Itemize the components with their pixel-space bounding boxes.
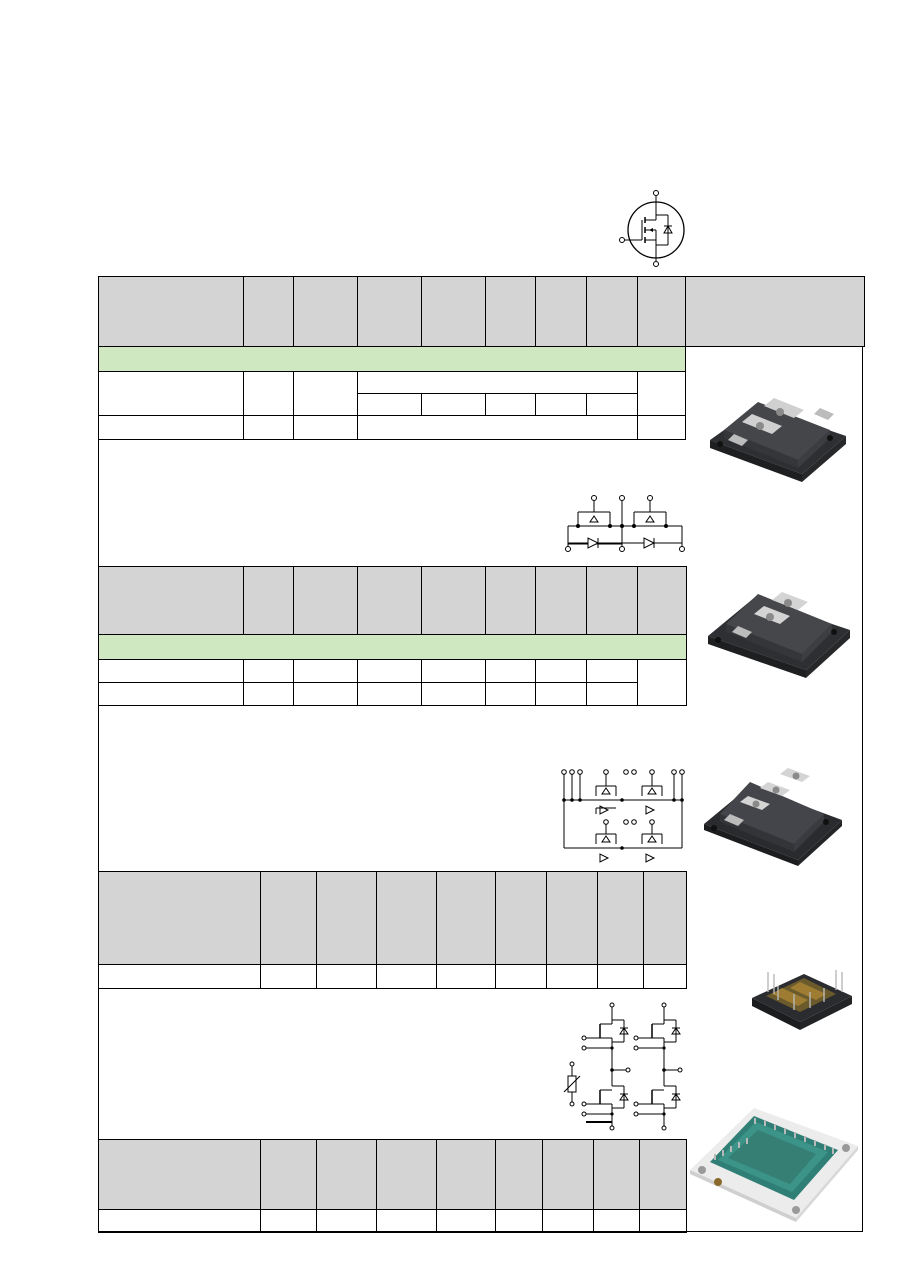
table-row — [98, 1209, 687, 1233]
table-4 — [98, 1139, 687, 1233]
mosfet-sixpack-ntc-icon — [560, 1000, 692, 1136]
table-row — [98, 964, 687, 989]
table-4-header-row — [98, 1139, 687, 1210]
table-row — [98, 659, 687, 706]
power-module-pin-fin-icon — [748, 966, 858, 1030]
table-2-section-row — [98, 634, 687, 660]
power-module-dual-icon — [702, 574, 854, 680]
table-2-header-row — [98, 566, 687, 635]
power-module-single-icon — [702, 378, 850, 486]
mosfet-full-bridge-icon — [554, 766, 690, 866]
table-row — [99, 393, 865, 416]
table-2 — [98, 566, 687, 706]
table-row — [98, 415, 865, 440]
table-3 — [98, 871, 687, 989]
power-module-press-fit-icon — [688, 1098, 862, 1222]
table-1-section-row — [98, 346, 865, 440]
table-1-header-row — [98, 276, 865, 347]
mosfet-single-icon — [616, 187, 688, 269]
table-1 — [98, 276, 865, 440]
table-3-header-row — [98, 871, 687, 965]
table-row — [98, 371, 865, 416]
power-module-triple-icon — [700, 760, 846, 866]
table-row — [98, 682, 687, 706]
mosfet-dual-half-bridge-icon — [560, 492, 690, 554]
